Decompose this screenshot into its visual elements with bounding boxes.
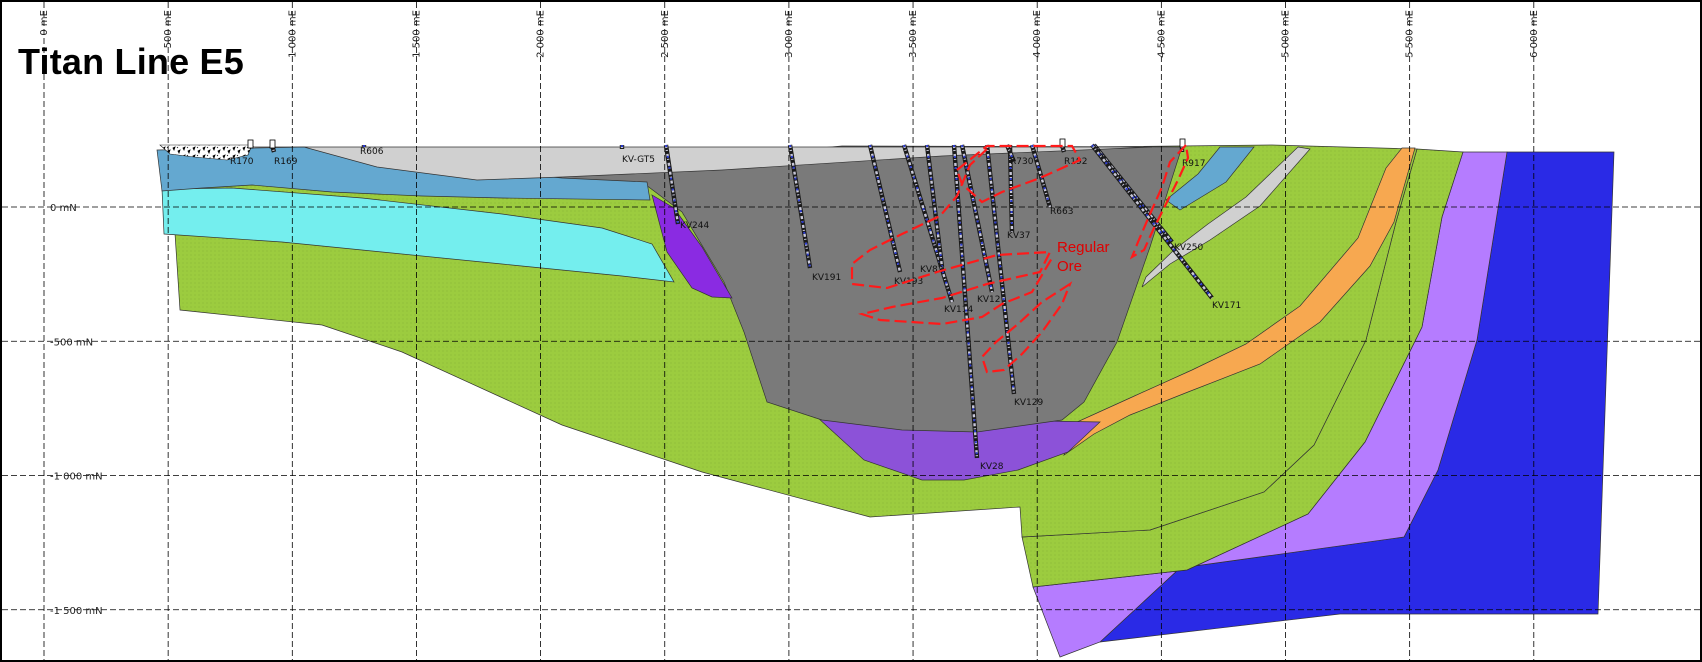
unit-grey-thin-band (1141, 146, 1311, 288)
ore-zone-lower (980, 281, 1073, 374)
y-tick-label: 0 mN (50, 203, 77, 214)
ore-outlines (850, 142, 1190, 374)
x-tick-label: 4 000 mE (1032, 10, 1043, 58)
drill-hole-core-kv28 (952, 144, 979, 459)
unit-steelblue-right (1165, 146, 1255, 211)
ore-label-line-1: Regular (1057, 239, 1110, 256)
unit-lightgrey-cover (242, 146, 1153, 181)
collar-marker (247, 139, 254, 149)
drill-hole-label: R169 (274, 157, 298, 167)
drill-hole-core-r663 (1030, 144, 1052, 208)
unit-cyan (161, 187, 675, 283)
drill-hole-label: KV-GT5 (622, 155, 655, 165)
drill-hole-core-kv82 (925, 144, 944, 268)
drill-hole-label: R730 (1010, 157, 1034, 167)
x-tick-label: 1 500 mE (411, 10, 422, 58)
drill-hole-core-kv171 (1091, 144, 1213, 299)
drill-hole-label: KV244 (680, 221, 710, 231)
drill-hole-core-kv193 (868, 144, 902, 273)
drill-hole-label: KV28 (980, 462, 1004, 472)
drill-hole-label: KV114 (944, 305, 974, 315)
ore-zone-main (850, 148, 1053, 326)
collar-marker (269, 139, 276, 149)
x-tick-label: 1 000 mE (287, 10, 298, 58)
x-tick-label: 5 000 mE (1281, 10, 1292, 58)
x-tick-label: 2 000 mE (536, 10, 547, 58)
drill-hole-core-r730 (1005, 144, 1016, 163)
ore-zone-right (1129, 142, 1190, 260)
unit-orange (1063, 147, 1416, 456)
y-tick-label: -1 500 mN (50, 606, 103, 617)
drill-hole-core-kv191 (788, 144, 812, 269)
x-tick-label: 6 000 mE (1529, 10, 1540, 58)
collar-markers (247, 138, 1186, 149)
collar-marker (1179, 138, 1186, 148)
drill-hole-label: KV191 (812, 273, 841, 283)
drill-hole-label: KV12 (977, 295, 1001, 305)
y-tick-label: -1 000 mN (50, 472, 103, 483)
x-tick-label: 0 mE (39, 10, 50, 36)
unit-purple-lower (816, 416, 1101, 481)
drill-hole-label: R917 (1182, 159, 1205, 169)
x-tick-label: 5 500 mE (1405, 10, 1416, 58)
drill-hole-label: KV171 (1212, 301, 1241, 311)
x-tick-label: 2 500 mE (660, 10, 671, 58)
ore-label-line-2: Ore (1057, 258, 1082, 275)
drill-hole-label: R170 (230, 157, 254, 167)
x-tick-label: 4 500 mE (1156, 10, 1167, 58)
drill-hole-core-kv114 (902, 144, 954, 303)
drill-hole-label: KV82 (920, 265, 944, 275)
ore-zone-upper (955, 144, 1082, 204)
y-tick-label: -500 mN (50, 337, 93, 348)
x-tick-label: 3 500 mE (908, 10, 919, 58)
page-title: Titan Line E5 (18, 41, 244, 82)
geology-units (156, 144, 1615, 658)
x-tick-label: 500 mE (163, 10, 174, 48)
drill-hole-label: KV37 (1007, 231, 1031, 241)
drill-hole-label: R663 (1050, 207, 1073, 217)
drill-hole-label: R606 (360, 147, 384, 157)
x-tick-label: 3 000 mE (784, 10, 795, 58)
drill-hole-label: KV129 (1014, 398, 1044, 408)
drill-hole-core-kv129 (985, 144, 1016, 395)
drill-hole-intercepts-kv244 (665, 144, 679, 225)
drill-hole-core-kv37 (1008, 144, 1014, 233)
unit-grey-intrusive (476, 145, 1183, 433)
drill-hole-label: KV250 (1174, 243, 1204, 253)
